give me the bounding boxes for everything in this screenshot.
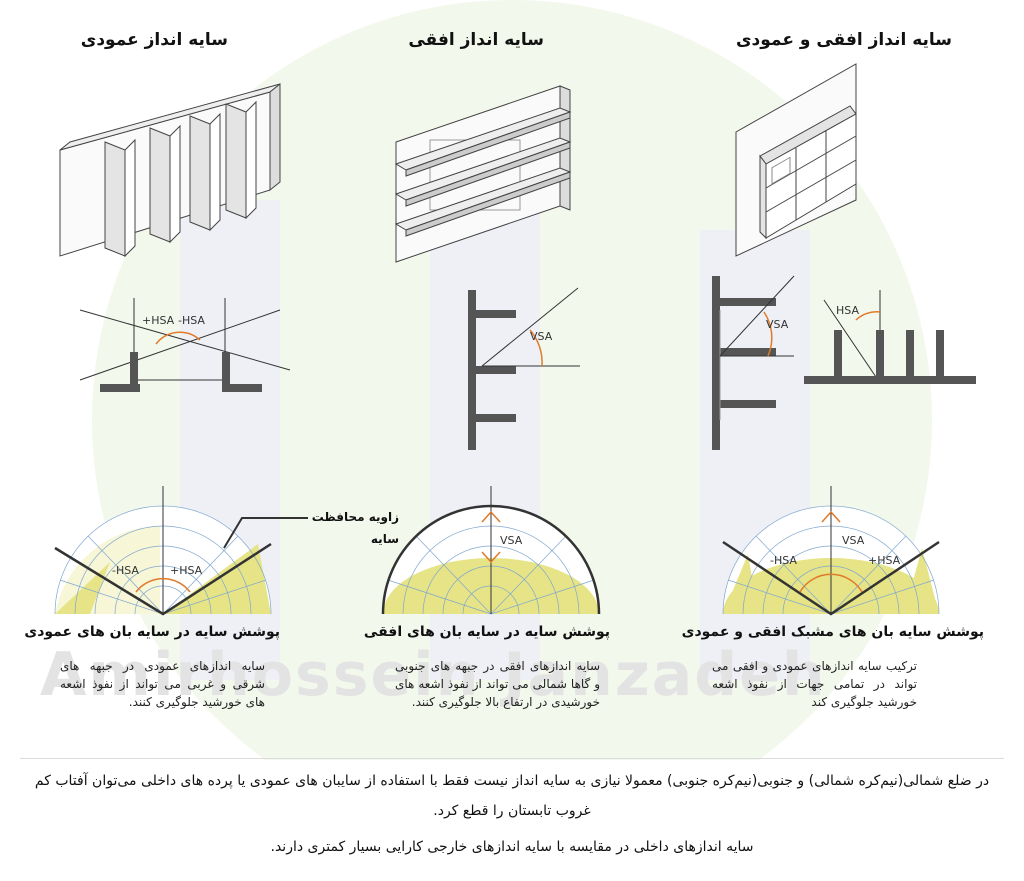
label-plus-hsa: +HSA bbox=[868, 554, 901, 567]
label-hsa: HSA bbox=[836, 304, 859, 317]
protection-angle-pointer bbox=[223, 517, 308, 549]
vertical-shade-3d bbox=[59, 82, 281, 258]
panel-title-combined: سایه انداز افقی و عمودی bbox=[735, 30, 952, 50]
horizontal-shade-section: VSA bbox=[468, 287, 580, 450]
caption-combined: پوشش سایه بان های مشبک افقی و عمودی bbox=[681, 624, 984, 640]
label-vsa: VSA bbox=[842, 534, 865, 547]
watermark-text: Amirhossein Janzadeh bbox=[40, 640, 827, 710]
description-combined: ترکیب سایه اندازهای عمودی و افقی می توان… bbox=[712, 659, 917, 709]
divider bbox=[20, 758, 1004, 759]
panel-title-vertical: سایه انداز عمودی bbox=[80, 30, 228, 50]
footer-line-2: غروب تابستان را قطع کرد. bbox=[433, 803, 591, 819]
label-minus-hsa: -HSA bbox=[112, 564, 139, 577]
label-vsa: VSA bbox=[766, 318, 789, 331]
label-plus-hsa: +HSA bbox=[170, 564, 203, 577]
egg-crate-grid bbox=[765, 130, 857, 220]
vertical-fins bbox=[104, 100, 257, 258]
annotation-line-2: سایه bbox=[370, 532, 399, 546]
description-horizontal: سایه اندازهای افقی در جبهه های جنوبی و گ… bbox=[395, 659, 600, 709]
vertical-shading-mask: -HSA +HSA bbox=[54, 486, 272, 616]
footer-line-3: سایه اندازهای داخلی در مقایسه با سایه ان… bbox=[270, 839, 754, 855]
combined-shade-plan: HSA bbox=[804, 290, 976, 384]
egg-crate-shade-3d bbox=[735, 63, 857, 257]
horizontal-louvers bbox=[394, 107, 572, 237]
label-plus-hsa: +HSA bbox=[142, 314, 175, 327]
label-vsa: VSA bbox=[530, 330, 553, 343]
caption-horizontal: پوشش سایه در سایه بان های افقی bbox=[363, 624, 610, 640]
description-vertical: سایه اندازهای عمودی در جبهه های شرقی و غ… bbox=[60, 659, 265, 709]
combined-shading-mask: VSA -HSA +HSA bbox=[722, 486, 940, 616]
combined-shade-section: VSA bbox=[712, 275, 795, 450]
caption-vertical: پوشش سایه در سایه بان های عمودی bbox=[24, 624, 280, 640]
horizontal-shade-3d bbox=[394, 85, 572, 263]
vertical-shade-plan: +HSA -HSA bbox=[79, 298, 291, 392]
panel-title-horizontal: سایه انداز افقی bbox=[408, 30, 544, 50]
label-vsa: VSA bbox=[500, 534, 523, 547]
label-minus-hsa: -HSA bbox=[770, 554, 797, 567]
annotation-line-1: زاویه محافظت bbox=[311, 510, 399, 524]
label-minus-hsa: -HSA bbox=[178, 314, 205, 327]
horizontal-shading-mask: VSA bbox=[381, 486, 601, 615]
footer-line-1: در ضلع شمالی(نیم‌کره شمالی) و جنوبی(نیم‌… bbox=[34, 773, 990, 789]
